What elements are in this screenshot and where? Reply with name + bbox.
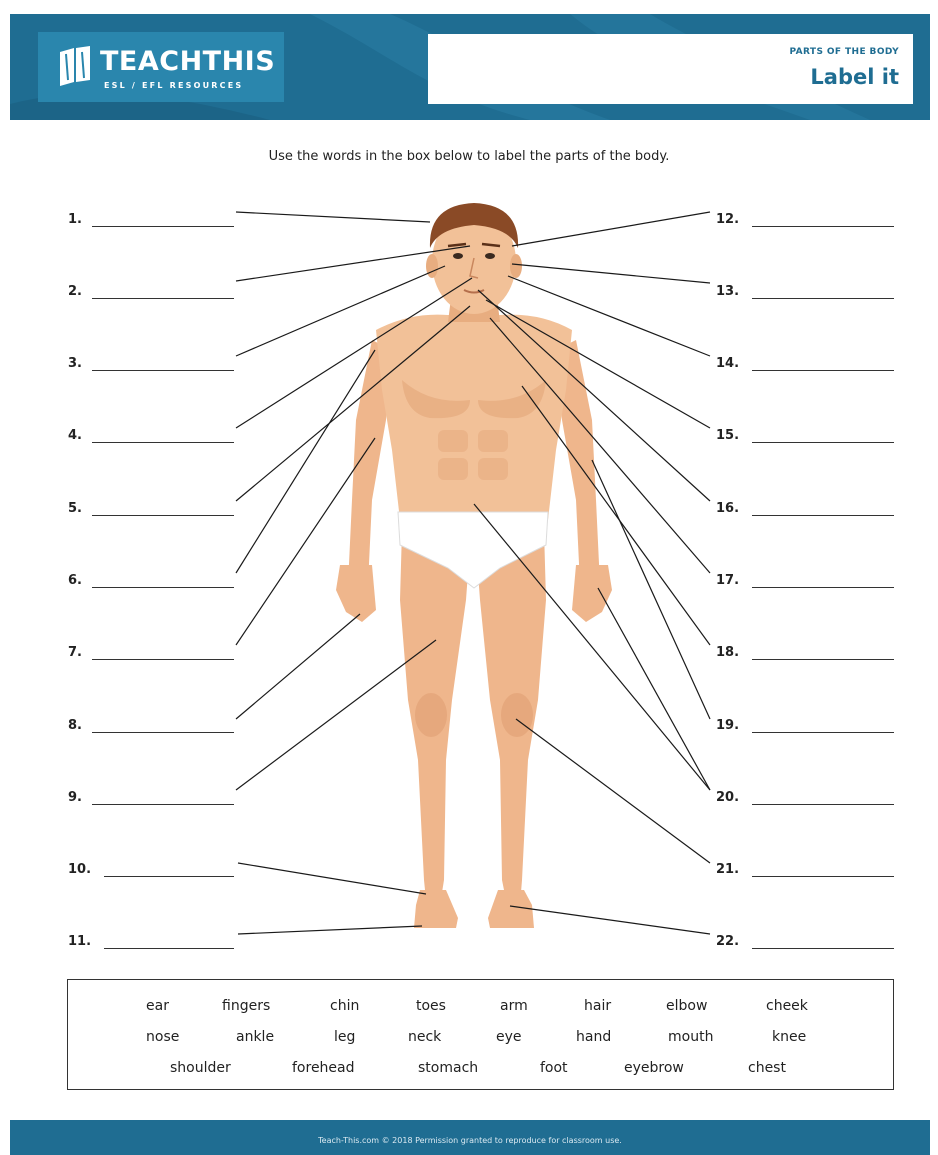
label-number-10: 10. bbox=[68, 862, 91, 877]
label-number-6: 6. bbox=[68, 573, 82, 588]
answer-blank-13[interactable] bbox=[752, 298, 894, 299]
answer-blank-15[interactable] bbox=[752, 442, 894, 443]
label-number-2: 2. bbox=[68, 284, 82, 299]
answer-blank-14[interactable] bbox=[752, 370, 894, 371]
answer-blank-11[interactable] bbox=[104, 948, 234, 949]
answer-blank-21[interactable] bbox=[752, 876, 894, 877]
word-bank-item: chin bbox=[330, 998, 359, 1014]
label-number-18: 18. bbox=[716, 645, 739, 660]
label-number-22: 22. bbox=[716, 934, 739, 949]
word-bank-item: elbow bbox=[666, 998, 707, 1014]
answer-blank-1[interactable] bbox=[92, 226, 234, 227]
word-bank-item: foot bbox=[540, 1060, 568, 1076]
answer-blank-18[interactable] bbox=[752, 659, 894, 660]
label-number-16: 16. bbox=[716, 501, 739, 516]
word-bank-item: neck bbox=[408, 1029, 441, 1045]
answer-blank-8[interactable] bbox=[92, 732, 234, 733]
answer-blank-7[interactable] bbox=[92, 659, 234, 660]
body-diagram bbox=[0, 0, 938, 975]
word-bank-item: stomach bbox=[418, 1060, 478, 1076]
word-bank-item: ankle bbox=[236, 1029, 274, 1045]
footer-band: Teach-This.com © 2018 Permission granted… bbox=[10, 1120, 930, 1155]
word-bank-item: eyebrow bbox=[624, 1060, 684, 1076]
label-number-20: 20. bbox=[716, 790, 739, 805]
word-bank-item: hand bbox=[576, 1029, 611, 1045]
word-bank-item: ear bbox=[146, 998, 169, 1014]
answer-blank-2[interactable] bbox=[92, 298, 234, 299]
label-number-8: 8. bbox=[68, 718, 82, 733]
word-bank-item: nose bbox=[146, 1029, 179, 1045]
word-bank-item: leg bbox=[334, 1029, 355, 1045]
word-bank-item: knee bbox=[772, 1029, 806, 1045]
label-number-5: 5. bbox=[68, 501, 82, 516]
answer-blank-16[interactable] bbox=[752, 515, 894, 516]
answer-blank-9[interactable] bbox=[92, 804, 234, 805]
word-bank-item: eye bbox=[496, 1029, 522, 1045]
label-number-19: 19. bbox=[716, 718, 739, 733]
answer-blank-22[interactable] bbox=[752, 948, 894, 949]
answer-blank-5[interactable] bbox=[92, 515, 234, 516]
label-number-21: 21. bbox=[716, 862, 739, 877]
word-bank-box: ear fingers chin toes arm hair elbow che… bbox=[67, 979, 894, 1090]
label-number-3: 3. bbox=[68, 356, 82, 371]
word-bank-item: forehead bbox=[292, 1060, 355, 1076]
label-number-15: 15. bbox=[716, 428, 739, 443]
copyright-notice: Teach-This.com © 2018 Permission granted… bbox=[10, 1136, 930, 1145]
answer-blank-6[interactable] bbox=[92, 587, 234, 588]
human-body-figure bbox=[336, 203, 612, 928]
label-number-1: 1. bbox=[68, 212, 82, 227]
label-number-14: 14. bbox=[716, 356, 739, 371]
label-number-7: 7. bbox=[68, 645, 82, 660]
word-bank-item: mouth bbox=[668, 1029, 713, 1045]
label-number-17: 17. bbox=[716, 573, 739, 588]
answer-blank-17[interactable] bbox=[752, 587, 894, 588]
label-number-12: 12. bbox=[716, 212, 739, 227]
word-bank-item: chest bbox=[748, 1060, 786, 1076]
word-bank-item: cheek bbox=[766, 998, 808, 1014]
word-bank-item: hair bbox=[584, 998, 611, 1014]
word-bank-item: shoulder bbox=[170, 1060, 231, 1076]
label-number-11: 11. bbox=[68, 934, 91, 949]
answer-blank-3[interactable] bbox=[92, 370, 234, 371]
word-bank-item: toes bbox=[416, 998, 446, 1014]
answer-blank-10[interactable] bbox=[104, 876, 234, 877]
answer-blank-12[interactable] bbox=[752, 226, 894, 227]
answer-blank-19[interactable] bbox=[752, 732, 894, 733]
word-bank-item: fingers bbox=[222, 998, 270, 1014]
label-number-9: 9. bbox=[68, 790, 82, 805]
label-number-4: 4. bbox=[68, 428, 82, 443]
answer-blank-4[interactable] bbox=[92, 442, 234, 443]
answer-blank-20[interactable] bbox=[752, 804, 894, 805]
label-number-13: 13. bbox=[716, 284, 739, 299]
word-bank-item: arm bbox=[500, 998, 528, 1014]
